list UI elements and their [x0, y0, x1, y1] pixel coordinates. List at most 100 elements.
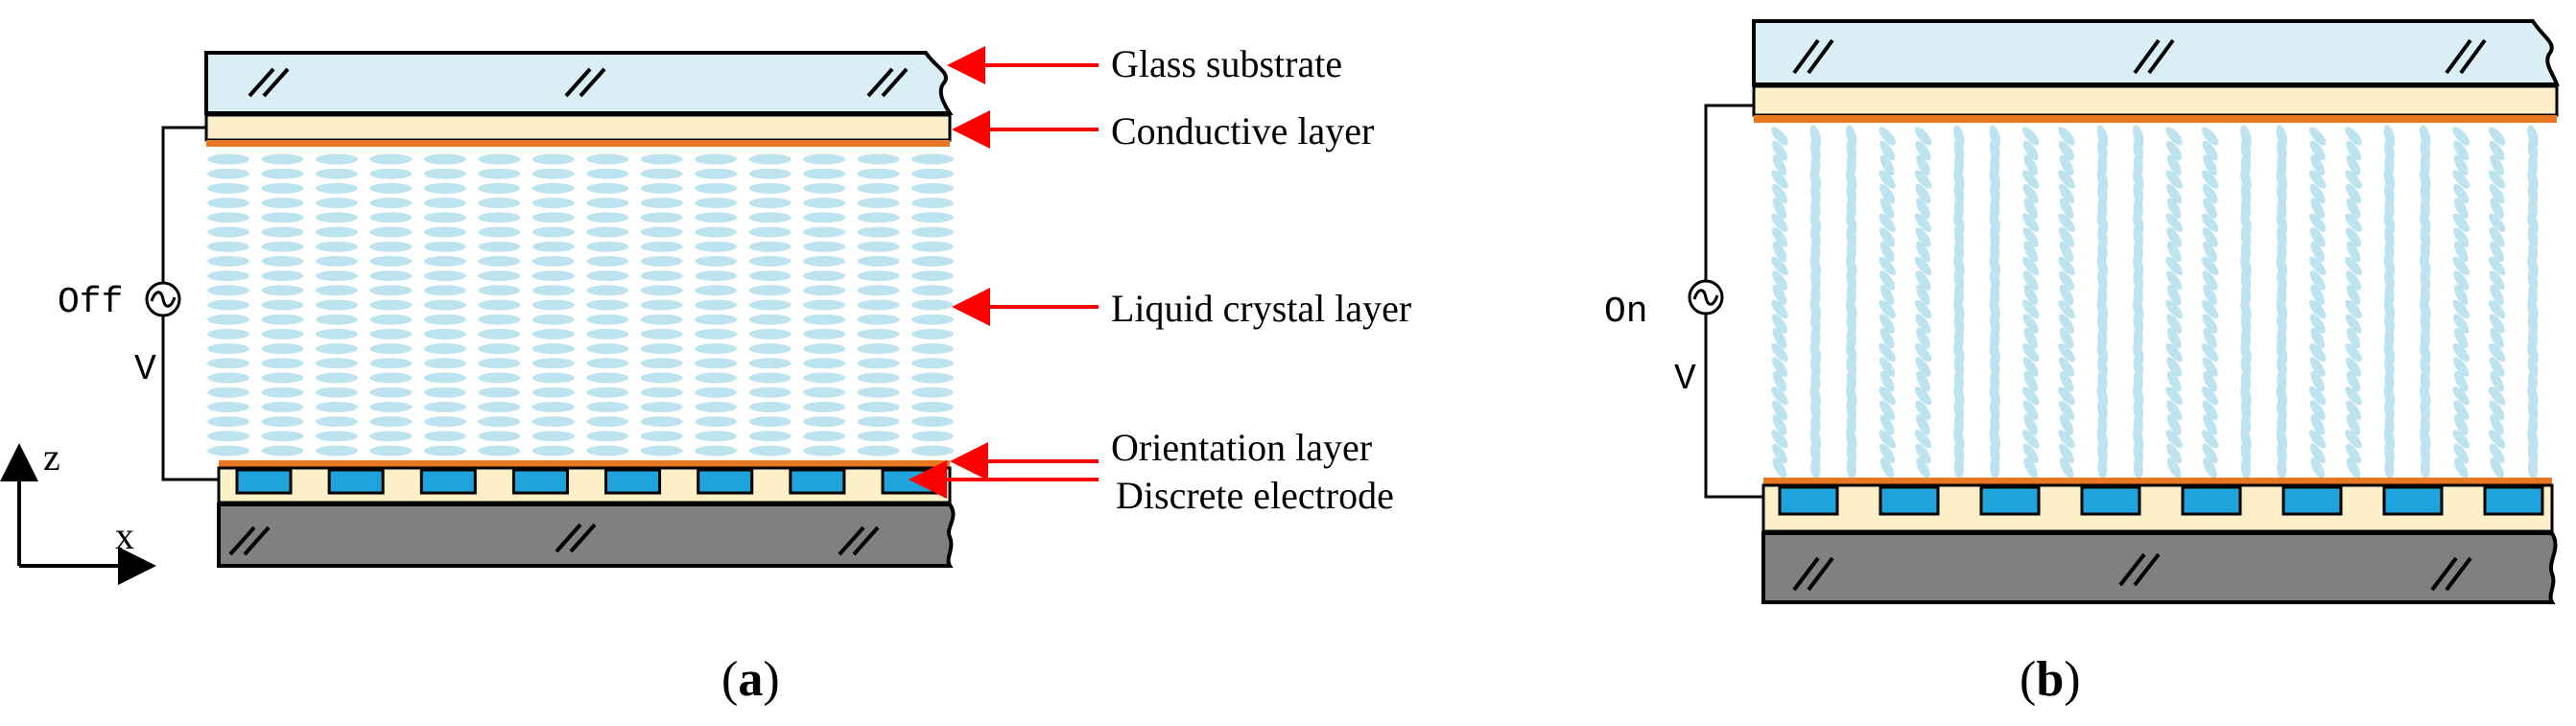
lc-molecule	[2452, 299, 2470, 319]
glass-hatch-icon	[1792, 38, 2487, 75]
glass-substrate-b	[1752, 19, 2560, 86]
lc-molecule	[911, 168, 954, 179]
lc-molecule	[2166, 314, 2183, 334]
lc-molecule	[1810, 457, 1821, 480]
lc-molecule	[911, 328, 954, 340]
electrode	[604, 468, 662, 495]
lc-molecule	[2202, 227, 2218, 247]
z-axis-label: z	[43, 435, 60, 479]
lc-molecule	[695, 328, 738, 340]
lc-molecule	[207, 241, 249, 252]
lc-molecule	[2453, 370, 2469, 392]
lc-molecule	[261, 182, 304, 194]
lc-molecule	[2021, 213, 2040, 232]
lc-molecule	[2345, 299, 2362, 319]
lc-molecule	[2059, 400, 2075, 421]
lc-molecule	[640, 226, 683, 238]
lc-molecule	[695, 153, 738, 165]
lc-molecule	[2345, 430, 2362, 449]
lc-molecule	[2346, 227, 2362, 247]
lc-molecule	[1771, 270, 1788, 291]
lc-molecule	[2059, 183, 2075, 204]
lc-molecule	[803, 198, 846, 209]
lc-molecule	[1916, 457, 1930, 479]
lc-molecule	[2309, 314, 2326, 334]
lc-molecule	[2490, 370, 2504, 392]
lc-molecule	[640, 386, 683, 398]
lc-molecule	[532, 431, 575, 442]
lc-molecule	[2201, 170, 2219, 189]
x-axis-label: x	[115, 514, 134, 557]
lc-molecule	[478, 168, 521, 179]
lc-molecule	[423, 314, 466, 325]
lc-molecule	[369, 168, 413, 179]
lc-molecule	[261, 445, 304, 457]
lc-molecule	[695, 270, 738, 282]
lc-molecule	[2133, 457, 2143, 480]
lc-molecule	[803, 241, 846, 252]
lc-molecule	[261, 416, 304, 428]
lc-molecule	[2488, 127, 2506, 146]
circuit-wire-b	[1704, 104, 1754, 281]
lc-molecule	[803, 401, 846, 412]
lc-molecule	[532, 241, 575, 252]
lc-molecule	[586, 299, 629, 311]
panel-a: Off V z x Glass substrate Conductive lay…	[0, 42, 1411, 707]
lc-molecule	[803, 386, 846, 398]
lc-molecule	[261, 314, 304, 325]
lc-molecule	[2452, 386, 2470, 406]
lc-molecule	[478, 212, 521, 223]
lc-molecule	[586, 182, 629, 194]
bottom-substrate-b	[1761, 531, 2558, 604]
lc-molecule	[2059, 284, 2074, 306]
lc-molecule	[2488, 213, 2506, 232]
lc-molecule	[695, 226, 738, 238]
lc-molecule	[2452, 343, 2470, 363]
lc-molecule	[369, 328, 413, 340]
lc-molecule	[207, 416, 249, 428]
label-liquid-crystal-layer: Liquid crystal layer	[1111, 287, 1411, 330]
lc-molecule	[1914, 213, 1932, 232]
lc-molecule	[478, 198, 521, 209]
lc-molecule	[695, 182, 738, 194]
lc-molecule	[2165, 127, 2183, 146]
lc-molecule	[1916, 241, 1930, 263]
lc-molecule	[2452, 256, 2470, 276]
lc-molecule	[2453, 284, 2469, 306]
lc-molecule	[857, 445, 900, 457]
lc-molecule	[695, 358, 738, 369]
lc-molecule	[803, 285, 846, 296]
lc-molecule	[478, 445, 521, 457]
lc-molecule	[423, 285, 466, 296]
lc-molecule	[2488, 170, 2506, 189]
lc-molecule	[857, 416, 900, 428]
lc-molecule	[207, 226, 249, 238]
lc-molecule	[640, 343, 683, 355]
lc-molecule	[2203, 284, 2217, 306]
lc-molecule	[695, 212, 738, 223]
lc-molecule	[2059, 327, 2074, 349]
lc-molecule	[2165, 343, 2183, 363]
lc-molecule	[315, 241, 358, 252]
lc-molecule	[586, 386, 629, 398]
lc-molecule	[857, 168, 900, 179]
lc-molecule	[369, 299, 413, 311]
lc-molecule	[1772, 414, 1787, 435]
lc-molecule	[2058, 256, 2075, 276]
liquid-crystal-layer-a	[207, 153, 954, 457]
label-glass-substrate: Glass substrate	[1111, 42, 1342, 85]
lc-molecule	[748, 212, 792, 223]
lc-molecule	[857, 299, 900, 311]
lc-molecule	[2059, 270, 2075, 291]
lc-molecule	[261, 153, 304, 165]
lc-molecule	[1771, 314, 1788, 334]
lc-molecule	[315, 182, 358, 194]
lc-molecule	[803, 445, 846, 457]
lc-molecule	[207, 212, 249, 223]
lc-molecule	[2166, 370, 2182, 392]
orientation-layer-b	[1763, 478, 2552, 485]
lc-molecule	[2059, 414, 2074, 435]
lc-molecule	[478, 401, 521, 412]
lc-molecule	[640, 285, 683, 296]
lc-molecule	[2059, 457, 2074, 479]
